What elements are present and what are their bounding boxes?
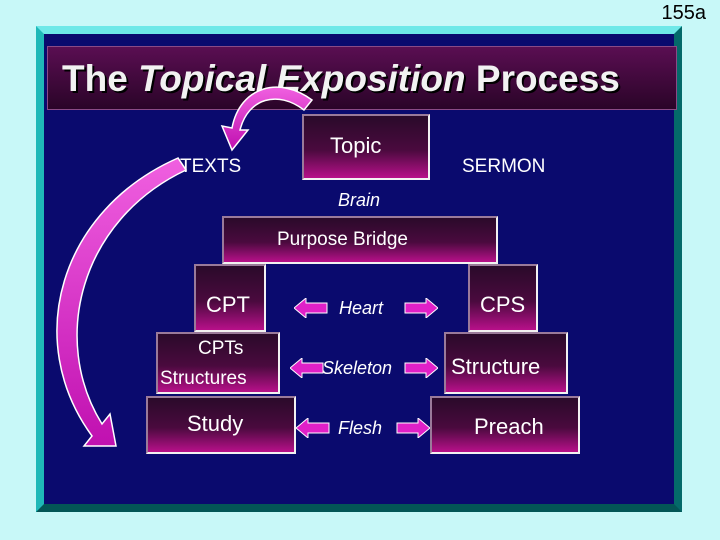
heart-left-arrow-icon [294, 298, 328, 318]
title-part3: Process [465, 58, 620, 99]
title-part1: The [62, 58, 139, 99]
topic-box [302, 114, 430, 180]
flesh-label: Flesh [338, 418, 383, 438]
preach-box [430, 396, 580, 454]
heart-label: Heart [339, 298, 384, 318]
preach-label: Preach [474, 414, 544, 439]
cpt-label: CPT [206, 292, 250, 317]
sermon-label: SERMON [462, 156, 546, 177]
cps-box [468, 264, 538, 332]
texts-label: TEXTS [180, 156, 242, 177]
structure-box [444, 332, 568, 394]
cpts-structures-box [156, 332, 280, 394]
skeleton-label: Skeleton [322, 358, 393, 378]
heart-right-arrow-icon [404, 298, 438, 318]
purpose-bridge-box [222, 216, 498, 264]
flesh-right-arrow-icon [396, 418, 430, 438]
slide-title: The Topical Exposition Process [62, 58, 620, 100]
texts-to-study-arrow-icon [56, 157, 188, 447]
topic-label: Topic [330, 133, 382, 158]
title-part2: Topical Exposition [138, 58, 466, 99]
slide-number: 155a [661, 2, 707, 24]
topic-to-texts-arrow-icon [220, 86, 314, 152]
study-label: Study [187, 411, 244, 436]
skeleton-left-arrow-icon [290, 358, 324, 378]
purpose-bridge-label: Purpose Bridge [277, 229, 408, 250]
study-box [146, 396, 296, 454]
structure-label: Structure [451, 354, 541, 379]
structures-label: Structures [160, 368, 247, 389]
skeleton-right-arrow-icon [404, 358, 438, 378]
title-bar [47, 46, 677, 110]
cps-label: CPS [480, 292, 526, 317]
brain-label: Brain [338, 190, 381, 210]
cpts-label: CPTs [198, 338, 244, 359]
flesh-left-arrow-icon [296, 418, 330, 438]
cpt-box [194, 264, 266, 332]
